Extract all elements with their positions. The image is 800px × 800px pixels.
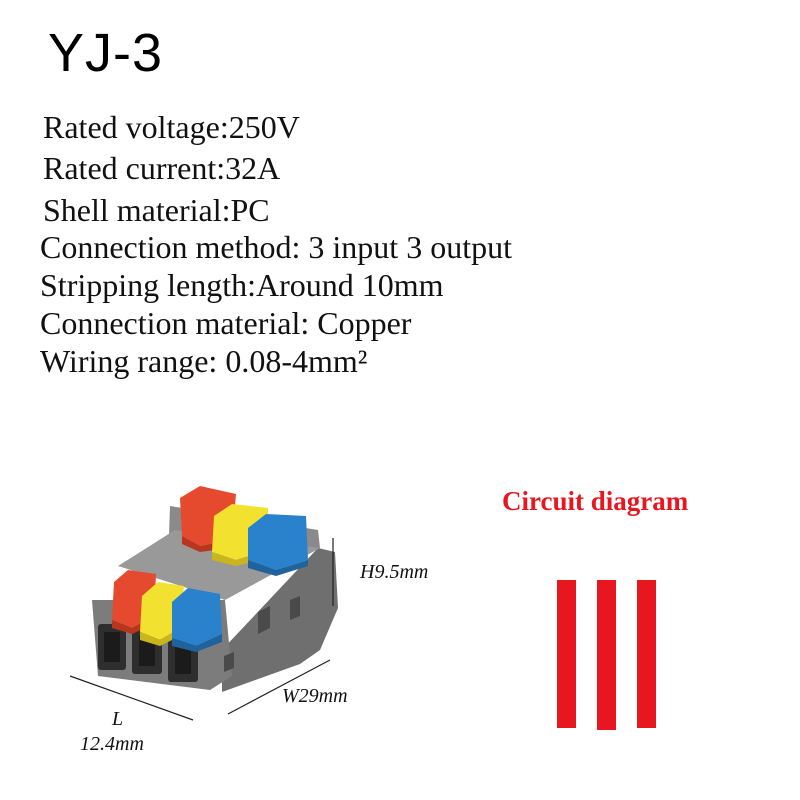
spec-stripping-length: Stripping length:Around 10mm (40, 267, 444, 303)
length-dimension-value: 12.4mm (80, 733, 144, 755)
spec-wiring-range: Wiring range: 0.08-4mm² (40, 343, 368, 379)
product-model-title: YJ-3 (48, 23, 164, 83)
connector-ports (98, 624, 198, 682)
circuit-diagram-title: Circuit diagram (502, 486, 689, 516)
connector-image (92, 486, 338, 692)
dimension-lines (69, 538, 334, 721)
circuit-line-1 (557, 580, 576, 728)
connector-front-levers (112, 570, 222, 652)
spec-rated-voltage: Rated voltage:250V (43, 109, 300, 145)
width-dimension-label: W29mm (282, 685, 348, 707)
connector-back-levers (180, 486, 308, 576)
circuit-line-3 (637, 580, 656, 728)
circuit-line-2 (597, 580, 616, 730)
spec-connection-method: Connection method: 3 input 3 output (40, 229, 512, 265)
spec-connection-material: Connection material: Copper (40, 305, 412, 341)
spec-rated-current: Rated current:32A (43, 150, 281, 186)
length-dimension-label: L (112, 708, 124, 730)
circuit-diagram (557, 580, 656, 730)
spec-shell-material: Shell material:PC (43, 192, 270, 228)
height-dimension-label: H9.5mm (360, 561, 429, 583)
